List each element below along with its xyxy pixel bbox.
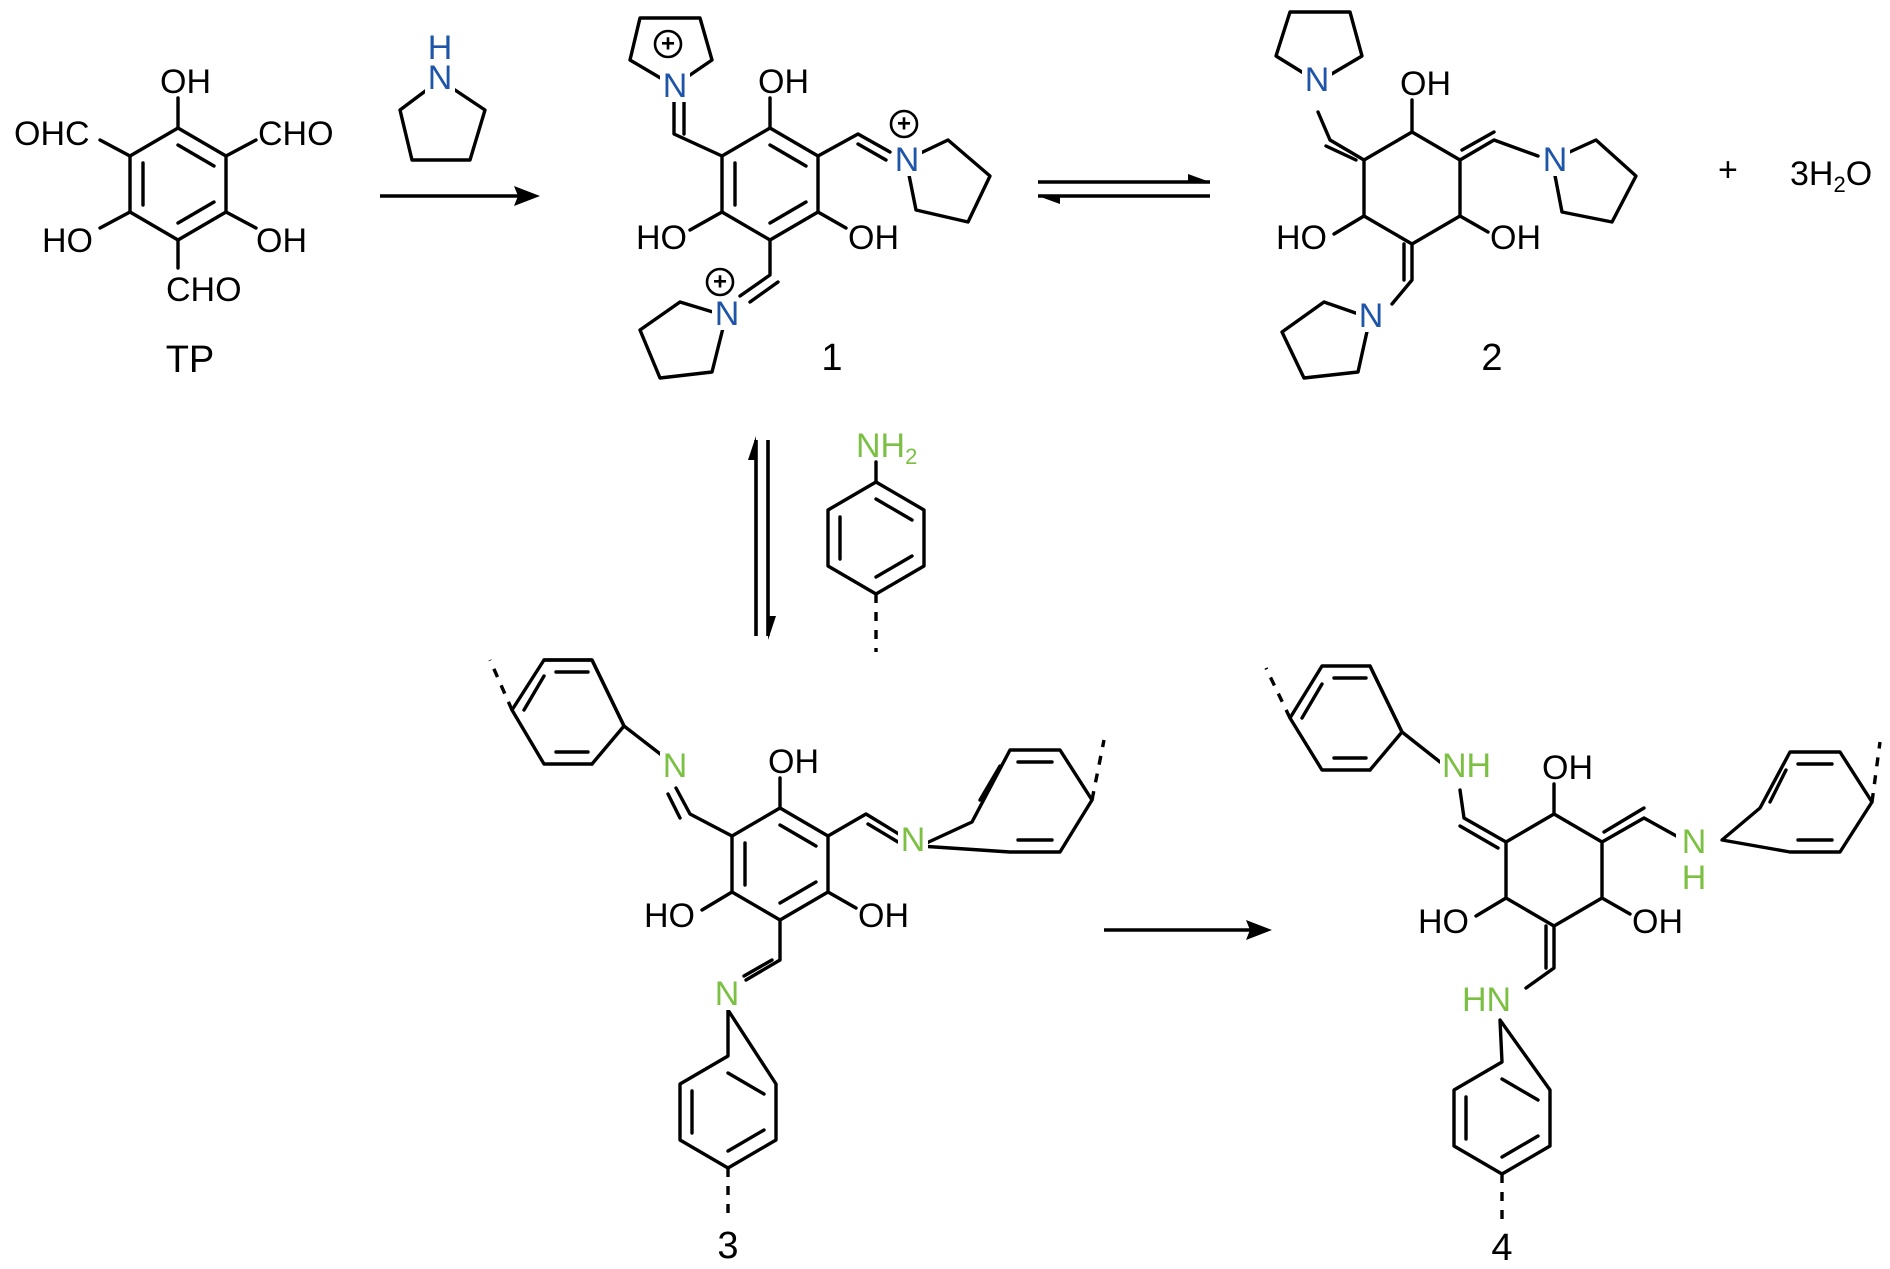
tp-cho-right: CHO bbox=[258, 115, 334, 153]
c1-charge-bottom: + bbox=[713, 268, 727, 295]
byproduct-water: + 3H2O bbox=[1718, 151, 1872, 197]
c4-n-right: N bbox=[1682, 823, 1707, 861]
c1-charge-ring-top bbox=[653, 29, 683, 59]
amine-nh: NH2 bbox=[856, 427, 917, 469]
c1-ring-inner bbox=[733, 143, 808, 225]
c2-ring bbox=[1362, 130, 1462, 246]
equilibrium-1-3 bbox=[748, 436, 776, 640]
c1-charge-top: + bbox=[661, 30, 675, 57]
c1-charge-right: + bbox=[897, 110, 911, 137]
c1-n-top: N bbox=[663, 67, 688, 105]
c1-oh-top: OH bbox=[758, 63, 809, 101]
c4-ring bbox=[1504, 812, 1604, 928]
arrow-tp-to-1 bbox=[380, 186, 540, 206]
c2-n-bottom: N bbox=[1359, 297, 1384, 335]
compound-4: NH N H HN OH HO OH 4 bbox=[1264, 664, 1882, 1269]
c1-charge-ring-right bbox=[889, 109, 919, 139]
equilibrium-1-2 bbox=[1038, 174, 1210, 204]
pyrrolidine-h: H bbox=[428, 29, 453, 67]
c1-oh-right: OH bbox=[848, 219, 899, 257]
c3-n-right: N bbox=[901, 821, 926, 859]
arrow-3-to-4 bbox=[1104, 920, 1272, 940]
tp-oh-right: OH bbox=[256, 222, 307, 260]
compound-tp: OH CHO OHC HO OH CHO TP bbox=[14, 63, 334, 381]
tp-ring-inner bbox=[141, 143, 216, 225]
tp-substituents bbox=[98, 96, 258, 270]
c1-label: 1 bbox=[821, 337, 842, 379]
compound-3: N N N OH HO OH 3 bbox=[488, 658, 1106, 1267]
c2-label: 2 bbox=[1481, 337, 1502, 379]
water-coeff: 3H2O bbox=[1790, 155, 1872, 197]
c3-oh-right: OH bbox=[858, 897, 909, 935]
compound-1: N N N + + + OH HO OH 1 bbox=[628, 16, 992, 380]
c3-ho-left: HO bbox=[644, 897, 695, 935]
pyrrolidine-n: N bbox=[428, 59, 453, 97]
c4-h-right: H bbox=[1682, 859, 1707, 897]
c3-oh-top: OH bbox=[768, 743, 819, 781]
c4-hn-bottom: HN bbox=[1462, 981, 1511, 1019]
c4-oh-right: OH bbox=[1632, 903, 1683, 941]
c1-charge-ring-bottom bbox=[705, 267, 735, 297]
c3-n-top: N bbox=[663, 747, 688, 785]
plus-sign: + bbox=[1718, 151, 1738, 189]
compound-2: N N N OH HO OH 2 bbox=[1274, 10, 1638, 380]
c4-oh-top: OH bbox=[1542, 749, 1593, 787]
c3-n-bottom: N bbox=[715, 975, 740, 1013]
c4-ho-left: HO bbox=[1418, 903, 1469, 941]
c2-n-top: N bbox=[1305, 61, 1330, 99]
reagent-amine: NH2 bbox=[826, 427, 926, 652]
tp-ohc-left: OHC bbox=[14, 115, 90, 153]
c2-ho-left: HO bbox=[1276, 219, 1327, 257]
reagent-pyrrolidine: N H bbox=[398, 29, 487, 162]
pyrrolidine-ring bbox=[398, 78, 487, 162]
c1-ho-left: HO bbox=[636, 219, 687, 257]
tp-ho-left: HO bbox=[42, 222, 93, 260]
c2-n-right: N bbox=[1543, 141, 1568, 179]
c4-label: 4 bbox=[1491, 1227, 1512, 1269]
c2-oh-right: OH bbox=[1490, 219, 1541, 257]
tp-oh-top: OH bbox=[160, 63, 211, 101]
tp-label: TP bbox=[166, 339, 215, 381]
c4-nh-top: NH bbox=[1442, 747, 1491, 785]
tp-cho-bottom: CHO bbox=[166, 271, 242, 309]
c1-n-right: N bbox=[895, 141, 920, 179]
c3-label: 3 bbox=[717, 1225, 738, 1267]
c2-oh-top: OH bbox=[1400, 65, 1451, 103]
c1-n-bottom: N bbox=[715, 295, 740, 333]
